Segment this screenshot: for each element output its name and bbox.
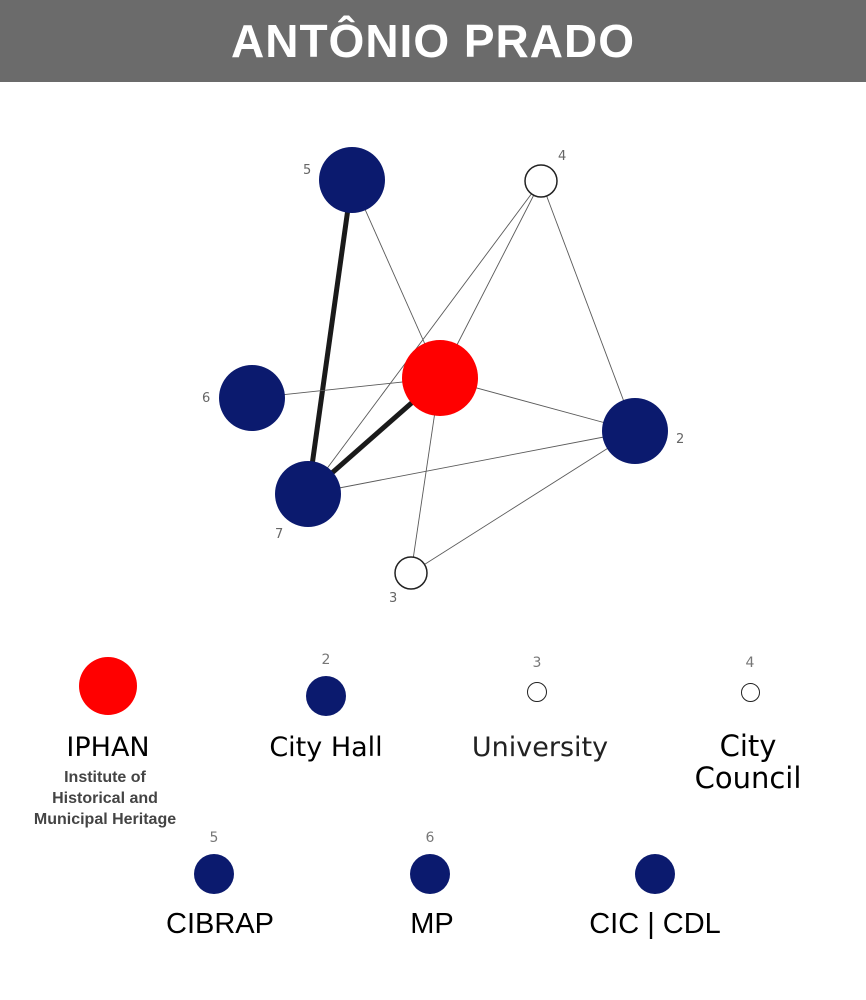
legend-city-council-number: 4	[745, 655, 755, 671]
node-n2	[602, 398, 668, 464]
legend-city-council-label-2: Council	[694, 761, 802, 795]
legend-cibrap-circle	[194, 854, 234, 894]
legend-cibrap-label: CIBRAP	[166, 908, 274, 940]
node-label-n6: 6	[202, 391, 210, 406]
legend-university-circle	[527, 682, 547, 702]
node-n3	[394, 556, 428, 590]
node-n6	[219, 365, 285, 431]
legend-mp-number: 6	[425, 830, 435, 846]
legend-mp-label: MP	[410, 908, 454, 940]
legend-city-hall-number: 2	[321, 652, 331, 668]
node-label-n3: 3	[389, 591, 397, 606]
legend-city-council-label-1: City	[719, 729, 777, 763]
legend-city-hall-label: City Hall	[269, 732, 383, 763]
network-diagram: 5 4 6 2 7 3	[202, 147, 684, 606]
edge-n4-n7	[307, 180, 542, 495]
node-n4	[524, 164, 558, 198]
legend-cic-cdl-circle	[635, 854, 675, 894]
node-label-n2: 2	[676, 432, 684, 447]
node-label-n4: 4	[558, 149, 566, 164]
legend-iphan-sub-2: Historical and	[52, 790, 158, 807]
edge-n4-n2	[540, 180, 636, 432]
node-n5	[319, 147, 385, 213]
node-label-n5: 5	[303, 163, 311, 178]
legend-iphan-circle	[79, 657, 137, 715]
legend-university-number: 3	[532, 655, 542, 671]
network-nodes: 5 4 6 2 7 3	[202, 147, 684, 606]
node-iphan	[402, 340, 478, 416]
legend-cic-cdl-label: CIC | CDL	[589, 908, 721, 940]
legend-city-hall-circle	[306, 676, 346, 716]
legend-mp-circle	[410, 854, 450, 894]
legend-iphan-label: IPHAN	[66, 732, 150, 763]
page-title: ANTÔNIO PRADO	[0, 0, 866, 82]
legend-cibrap-number: 5	[209, 830, 219, 846]
legend-iphan-sub-3: Municipal Heritage	[33, 811, 177, 828]
legend-city-council-circle	[741, 683, 760, 702]
legend-iphan-sub-1: Institute of	[64, 769, 146, 786]
edge-n7-n2	[307, 430, 636, 495]
node-label-n7: 7	[275, 527, 283, 542]
edge-n3-n2	[410, 430, 636, 574]
legend-university-label: University	[471, 732, 609, 763]
node-n7	[275, 461, 341, 527]
edge-n5-n7	[305, 179, 355, 495]
